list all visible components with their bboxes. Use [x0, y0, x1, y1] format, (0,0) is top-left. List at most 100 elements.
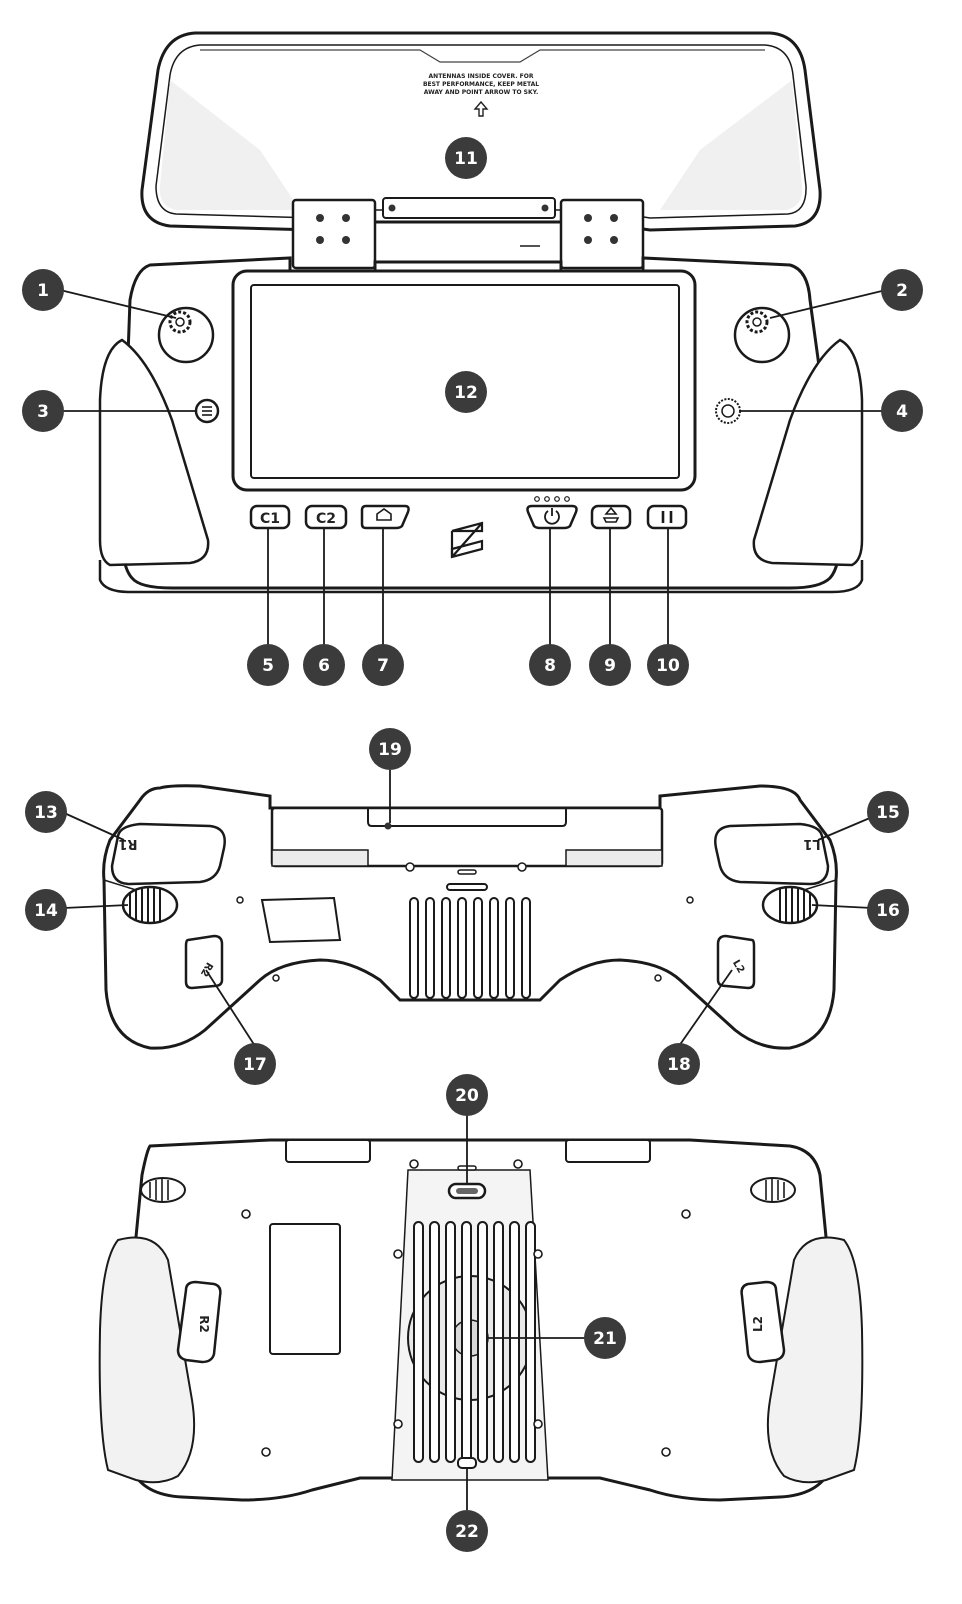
- antenna-note-line3: AWAY AND POINT ARROW TO SKY.: [424, 89, 538, 96]
- svg-text:6: 6: [318, 656, 330, 676]
- callout-14: 14: [25, 889, 67, 931]
- c1-button-label: C1: [260, 511, 280, 527]
- right-hinge: [559, 198, 645, 270]
- back-label-plate: [269, 1223, 341, 1355]
- callout-6: 6: [303, 644, 345, 686]
- r2-label-back: R2: [197, 1315, 211, 1333]
- right-dial[interactable]: [761, 885, 819, 925]
- return-home-icon: [602, 506, 620, 523]
- dial-button[interactable]: [715, 398, 741, 424]
- pause-button[interactable]: [646, 504, 688, 530]
- c2-button-label: C2: [316, 511, 336, 527]
- svg-text:11: 11: [454, 149, 478, 169]
- callout-4: 4: [881, 390, 923, 432]
- left-grip: [98, 338, 210, 567]
- return-home-button[interactable]: [590, 504, 632, 530]
- top-view: R1 L1 R2 L2: [102, 784, 838, 1050]
- callout-8: 8: [529, 644, 571, 686]
- l1-label: L1: [803, 836, 820, 851]
- front-view: ANTENNAS INSIDE COVER. FOR BEST PERFORMA…: [98, 31, 864, 594]
- r2-trigger-back: R2: [176, 1280, 222, 1364]
- c1-button[interactable]: C1: [249, 504, 291, 530]
- bottom-view: R2 L2: [98, 1138, 864, 1502]
- left-hinge: [291, 198, 377, 270]
- svg-text:4: 4: [896, 402, 908, 422]
- antenna-note-line1: ANTENNAS INSIDE COVER. FOR: [429, 73, 534, 80]
- left-dial[interactable]: [121, 885, 179, 925]
- svg-text:10: 10: [656, 656, 680, 676]
- l2-trigger-back: L2: [740, 1280, 786, 1364]
- callout-18: 18: [658, 1043, 700, 1085]
- svg-text:22: 22: [455, 1522, 479, 1542]
- svg-text:16: 16: [876, 901, 900, 921]
- callout-2: 2: [881, 269, 923, 311]
- right-grip: [752, 338, 864, 567]
- l1-button[interactable]: L1: [714, 822, 830, 886]
- svg-text:2: 2: [896, 281, 908, 301]
- callout-5: 5: [247, 644, 289, 686]
- svg-text:20: 20: [455, 1086, 479, 1106]
- svg-text:18: 18: [667, 1055, 691, 1075]
- callout-16: 16: [867, 889, 909, 931]
- antenna-hinge-top: [270, 806, 664, 868]
- callout-20: 20: [446, 1074, 488, 1116]
- leader-lines: [59, 289, 887, 1510]
- logo-mark: [450, 521, 484, 559]
- power-icon: [544, 508, 560, 525]
- dial-icon: [721, 404, 735, 418]
- screws: [241, 1159, 691, 1457]
- callout-1: 1: [22, 269, 64, 311]
- callout-17: 17: [234, 1043, 276, 1085]
- l2-label-back: L2: [751, 1316, 765, 1332]
- svg-text:19: 19: [378, 740, 402, 760]
- svg-text:12: 12: [454, 383, 478, 403]
- label-plate: [260, 896, 342, 944]
- pause-icon: [661, 511, 673, 523]
- svg-text:1: 1: [37, 281, 49, 301]
- svg-text:3: 3: [37, 402, 49, 422]
- svg-text:9: 9: [604, 656, 616, 676]
- hinge-bar: [382, 197, 556, 219]
- callout-7: 7: [362, 644, 404, 686]
- home-icon: [376, 508, 392, 521]
- callout-9: 9: [589, 644, 631, 686]
- svg-text:17: 17: [243, 1055, 267, 1075]
- battery-leds: [534, 496, 570, 502]
- top-cooling-fins: [409, 897, 531, 999]
- antenna-note-line2: BEST PERFORMANCE, KEEP METAL: [423, 81, 539, 88]
- callout-21: 21: [584, 1317, 626, 1359]
- right-dial-bottom: [750, 1177, 796, 1203]
- svg-text:21: 21: [593, 1329, 617, 1349]
- callout-13: 13: [25, 791, 67, 833]
- callout-22: 22: [446, 1510, 488, 1552]
- power-button[interactable]: [526, 504, 578, 530]
- left-dial-bottom: [140, 1177, 186, 1203]
- svg-text:7: 7: [377, 656, 389, 676]
- bottom-port[interactable]: [457, 1457, 477, 1469]
- menu-button[interactable]: [194, 398, 220, 424]
- left-grip-back: [98, 1236, 196, 1484]
- microphone-hole: [384, 822, 392, 830]
- r1-button[interactable]: R1: [110, 822, 226, 886]
- menu-icon: [202, 406, 212, 416]
- callout-3: 3: [22, 390, 64, 432]
- svg-text:14: 14: [34, 901, 58, 921]
- svg-text:15: 15: [876, 803, 900, 823]
- svg-text:5: 5: [262, 656, 274, 676]
- up-arrow-icon: [473, 100, 489, 117]
- callout-10: 10: [647, 644, 689, 686]
- callouts: 1 2 3 4 5 6 7 8 9 10 11 12 13 14 15 16 1…: [22, 137, 923, 1552]
- callout-11: 11: [445, 137, 487, 179]
- r2-button[interactable]: R2: [184, 934, 224, 990]
- callout-19: 19: [369, 728, 411, 770]
- home-button[interactable]: [360, 504, 410, 530]
- svg-text:13: 13: [34, 803, 58, 823]
- right-grip-back: [766, 1236, 864, 1484]
- callout-12: 12: [445, 371, 487, 413]
- svg-text:8: 8: [544, 656, 556, 676]
- l2-button[interactable]: L2: [716, 934, 756, 990]
- back-cooling-fins: [413, 1221, 536, 1463]
- c2-button[interactable]: C2: [304, 504, 348, 530]
